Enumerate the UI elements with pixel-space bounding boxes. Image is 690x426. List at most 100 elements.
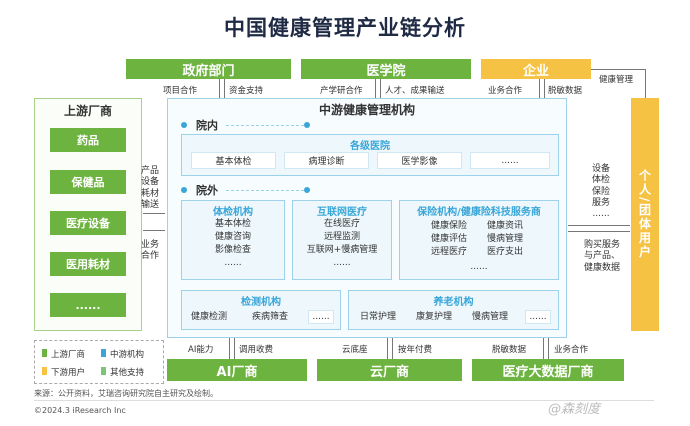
outhospital-label: 院外: [196, 184, 218, 197]
ai-right-label: 调用收费: [239, 345, 274, 355]
insurance-box: [399, 200, 559, 280]
downstream-bar: 个人/团体用户: [631, 98, 659, 331]
cloud-connector-up: [387, 338, 388, 359]
enterprise-left-label: 业务合作: [488, 86, 523, 96]
upstream-item-supplements: 保健品: [50, 170, 126, 194]
footer-divider: [34, 400, 654, 401]
internet-item: 远程监测: [323, 232, 360, 242]
upstream-supply-arrow: [143, 213, 165, 214]
insurance-title: 保险机构/健康险科技服务商: [417, 207, 541, 218]
testing-item: 疾病筛查: [252, 312, 289, 322]
downstream-supply-label: 设备 体检 保险 服务 ......: [591, 164, 610, 219]
enterprise-bar: 企业: [481, 59, 591, 79]
legend-box: [34, 340, 164, 384]
internet-title: 互联网医疗: [317, 207, 367, 218]
cloud-connector-down: [392, 338, 393, 359]
upstream-item-devices: 医疗设备: [50, 211, 126, 235]
hospitals-item: 医学影像: [377, 152, 462, 169]
legend-label: 下游用户: [51, 368, 86, 378]
source-note: 来源：公开资料，艾瑞咨询研究院自主研究及绘制。: [34, 389, 218, 398]
checkup-item: 基本体检: [214, 219, 251, 229]
insurance-item: 远程医疗: [431, 247, 468, 257]
bigdata-vendor-bar: 医疗大数据厂商: [472, 359, 624, 381]
enterprise-connector-down: [539, 79, 540, 98]
bigdata-connector-down: [548, 338, 549, 359]
cloud-right-label: 按年付费: [398, 345, 433, 355]
hospitals-title: 各级医院: [350, 141, 390, 152]
insurance-item: 健康保险: [431, 221, 468, 231]
internet-item: ......: [333, 258, 351, 268]
upstream-item-more: ......: [50, 293, 126, 317]
upstream-biz-label: 业务 合作: [140, 240, 159, 262]
bigdata-left-label: 脱敏数据: [492, 345, 527, 355]
legend-swatch-upstream: [42, 349, 47, 357]
legend-label: 上游厂商: [51, 350, 86, 360]
upstream-item-drugs: 药品: [50, 128, 126, 152]
midstream-title: 中游健康管理机构: [318, 103, 415, 117]
inhospital-dot-2: [304, 122, 310, 128]
enterprise-to-user-line: [591, 69, 645, 70]
enterprise-to-user-drop: [645, 69, 646, 98]
internet-item: 在线医疗: [323, 219, 360, 229]
inhospital-label: 院内: [196, 119, 218, 132]
upstream-item-consumables: 医用耗材: [50, 252, 126, 276]
testing-item: 健康检测: [191, 312, 228, 322]
insurance-more: ......: [470, 262, 488, 272]
downstream-return-arrow: [568, 231, 630, 232]
elderly-item: ......: [525, 310, 551, 324]
insurance-item: 慢病管理: [487, 234, 524, 244]
ai-vendor-bar: AI厂商: [167, 359, 307, 381]
inhospital-dot: [181, 122, 187, 128]
elderly-item: 慢病管理: [472, 312, 509, 322]
legend-swatch-downstream: [42, 367, 47, 375]
gov-connector-up: [224, 79, 225, 98]
legend-label: 其他支持: [110, 368, 145, 378]
bigdata-right-label: 业务合作: [554, 345, 589, 355]
school-bar: 医学院: [301, 59, 471, 79]
checkup-item: 健康咨询: [214, 232, 251, 242]
school-left-label: 产学研合作: [320, 86, 363, 96]
hospitals-item: 病理诊断: [284, 152, 369, 169]
ai-left-label: AI能力: [188, 345, 214, 355]
testing-title: 检测机构: [241, 297, 281, 308]
elderly-item: 日常护理: [360, 312, 397, 322]
upstream-supply-label: 产品 设备 耗材 输送: [140, 166, 159, 210]
legend-swatch-other: [101, 367, 106, 375]
downstream-supply-arrow: [568, 225, 630, 226]
ai-connector-down: [234, 338, 235, 359]
enterprise-connector-up: [544, 79, 545, 98]
insurance-item: 健康资讯: [487, 221, 524, 231]
gov-right-label: 资金支持: [229, 86, 264, 96]
testing-item: ......: [308, 310, 334, 324]
internet-box: [292, 200, 392, 280]
outhospital-dot: [181, 187, 187, 193]
checkup-item: ......: [224, 258, 242, 268]
school-right-label: 人才、成果输送: [385, 86, 445, 96]
hospitals-item: ......: [470, 152, 550, 169]
page-title: 中国健康管理产业链分析: [224, 16, 466, 40]
cloud-vendor-bar: 云厂商: [317, 359, 462, 381]
elderly-title: 养老机构: [433, 297, 474, 308]
elderly-box: [348, 290, 559, 330]
school-connector-down: [375, 79, 376, 98]
elderly-item: 康复护理: [416, 312, 453, 322]
upstream-biz-arrow: [143, 230, 165, 231]
checkup-title: 体检机构: [213, 207, 253, 218]
insurance-item: 健康评估: [431, 234, 468, 244]
upstream-title: 上游厂商: [63, 104, 112, 118]
internet-item: 互联网+慢病管理: [306, 245, 378, 255]
ai-connector-up: [229, 338, 230, 359]
watermark: @森刻度: [548, 402, 601, 417]
insurance-item: 医疗支出: [487, 247, 524, 257]
downstream-return-label: 购买服务 与产品、 健康数据: [583, 240, 620, 273]
copyright: ©2024.3 iResearch Inc: [34, 406, 126, 415]
enterprise-side-label: 健康管理: [599, 75, 634, 85]
enterprise-right-label: 脱敏数据: [548, 86, 583, 96]
bigdata-connector-up: [543, 338, 544, 359]
cloud-left-label: 云底座: [342, 345, 368, 355]
legend-label: 中游机构: [110, 350, 145, 360]
outhospital-dot-2: [304, 187, 310, 193]
checkup-item: 影像检查: [214, 245, 251, 255]
gov-left-label: 项目合作: [163, 86, 198, 96]
gov-connector-down: [219, 79, 220, 98]
